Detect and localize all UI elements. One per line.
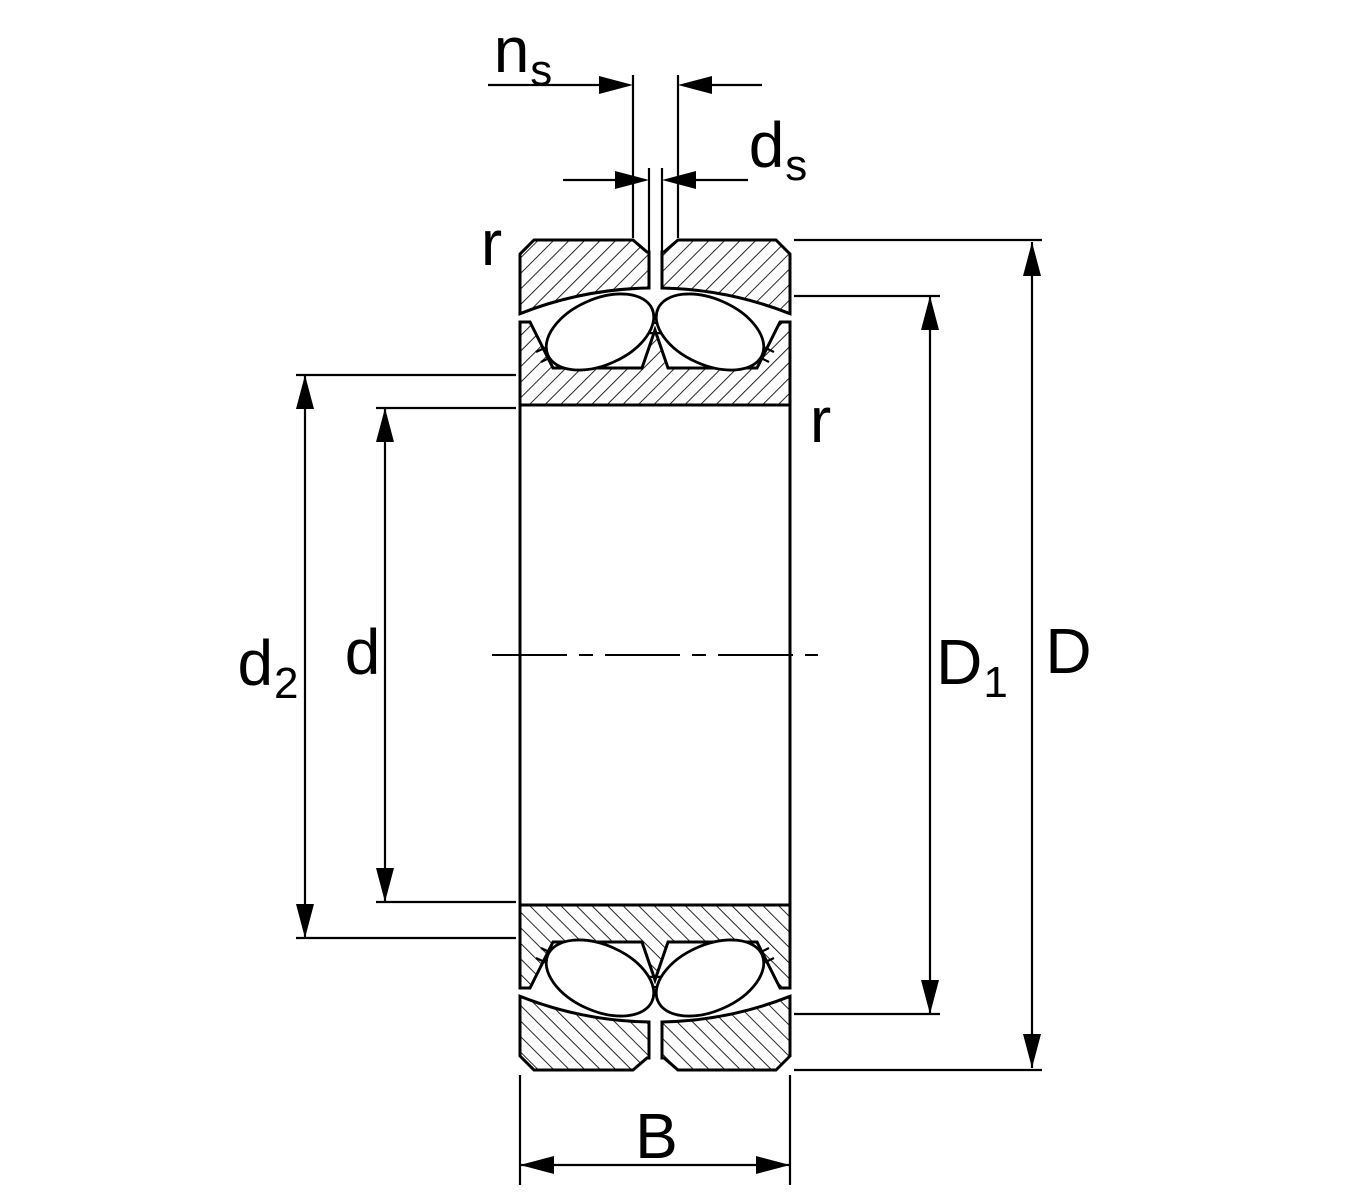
dim-ns — [488, 75, 762, 238]
label-outside-diameter-D: D — [1045, 619, 1092, 683]
label-d-base: d — [344, 616, 381, 688]
inner-ring-section — [518, 320, 792, 407]
label-hole-diameter-ds: ds — [749, 113, 808, 188]
label-shoulder-diameter-d2: d2 — [237, 631, 298, 706]
dim-D1 — [794, 294, 940, 1016]
label-D-base: D — [1045, 615, 1092, 687]
bearing-upper-half — [518, 238, 792, 407]
label-r-side-base: r — [809, 384, 832, 456]
dim-ds — [563, 168, 748, 251]
outer-ring-right-section — [660, 238, 792, 316]
bearing-geometry — [492, 238, 818, 1072]
label-ns-sub: s — [530, 46, 553, 96]
label-groove-width-ns: ns — [494, 18, 553, 93]
label-D1-sub: 1 — [983, 658, 1008, 708]
dim-B — [518, 1075, 792, 1185]
label-d2-base: d — [237, 627, 274, 699]
label-B-base: B — [635, 1100, 678, 1172]
dim-D — [794, 238, 1042, 1072]
label-fillet-radius-side: r — [810, 388, 832, 452]
label-width-B: B — [635, 1104, 679, 1168]
bearing-lower-half — [518, 903, 792, 1072]
roller-right — [654, 292, 766, 372]
label-bore-diameter-d: d — [345, 620, 382, 684]
dim-d2 — [296, 373, 516, 940]
label-r-top-base: r — [480, 207, 503, 279]
label-ns-base: n — [493, 14, 530, 86]
label-D1-base: D — [936, 626, 983, 698]
dimension-lines — [296, 75, 1042, 1185]
label-d2-sub: 2 — [274, 659, 299, 709]
label-ds-sub: s — [785, 141, 808, 191]
label-shoulder-diameter-D1: D1 — [936, 630, 1008, 705]
outer-ring-left-section — [518, 238, 651, 316]
label-ds-base: d — [748, 109, 785, 181]
label-fillet-radius-top: r — [481, 211, 503, 275]
dim-d — [376, 406, 516, 904]
roller-left — [544, 292, 656, 372]
